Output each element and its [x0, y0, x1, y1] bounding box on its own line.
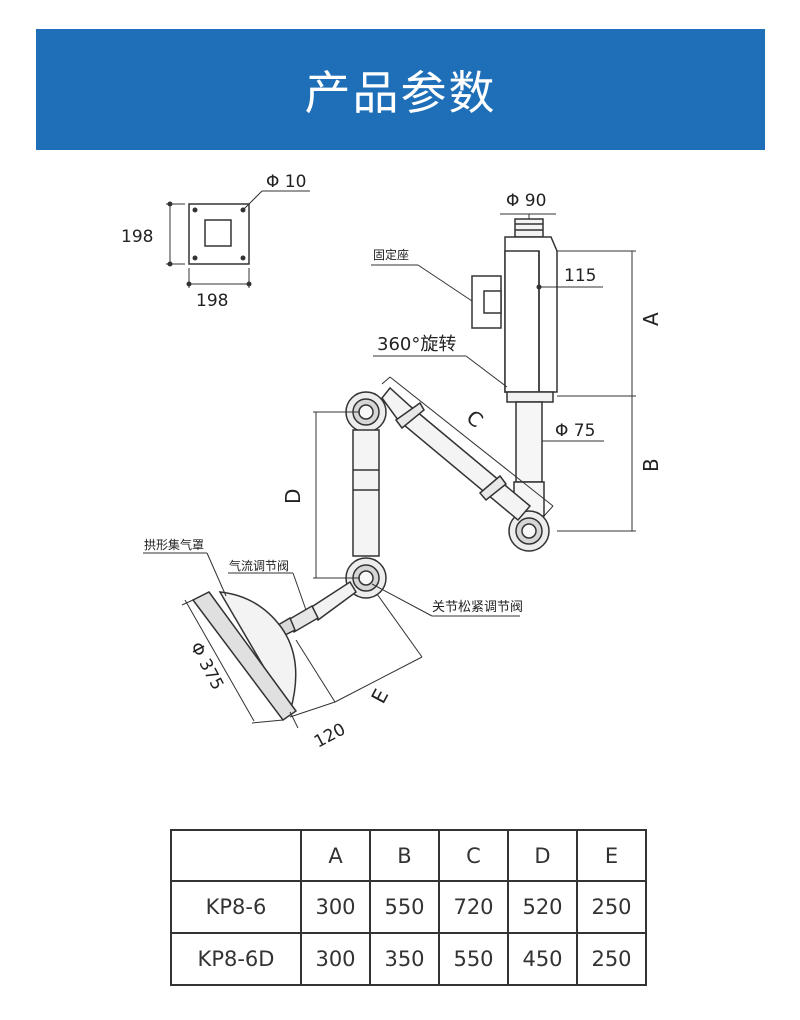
hood-label: 拱形集气罩 [144, 537, 204, 552]
mount-seat [471, 275, 502, 329]
mount-seat-label: 固定座 [373, 247, 409, 262]
dimension-c-label: C [462, 405, 488, 433]
dimension-b-label: B [639, 458, 663, 472]
mount-width-label: 198 [196, 291, 228, 311]
title-banner: 产品参数 [36, 29, 765, 150]
table-cell-model: KP8-6D [170, 932, 302, 986]
table-header-cell: A [300, 829, 371, 882]
table-header-cell [170, 829, 302, 882]
mount-plate-drawing [166, 190, 310, 288]
table-header-cell: E [576, 829, 647, 882]
table-cell: 450 [507, 932, 578, 986]
table-cell: 250 [576, 880, 647, 934]
mount-height-label: 198 [121, 227, 153, 247]
table-row: KP8-6D 300 350 550 450 250 [170, 932, 647, 986]
top-diameter-label: Φ 90 [506, 191, 546, 211]
dimension-lines [143, 213, 636, 729]
table-header-cell: D [507, 829, 578, 882]
joint-valve-drawing [345, 557, 387, 599]
hood-diameter-label: Φ 375 [186, 639, 228, 694]
rotation-label: 360°旋转 [377, 334, 456, 355]
table-cell-model: KP8-6 [170, 880, 302, 934]
table-cell: 300 [300, 932, 371, 986]
lower-joint [508, 510, 550, 552]
table-cell: 550 [369, 880, 440, 934]
upper-arm [381, 386, 532, 522]
dimension-e-label: E [366, 685, 393, 707]
air-valve-label: 气流调节阀 [229, 558, 289, 573]
mount-hole-label: Φ 10 [266, 172, 306, 192]
product-diagram: Φ 10 198 198 [121, 172, 663, 753]
table-row: KP8-6 300 550 720 520 250 [170, 880, 647, 934]
table-header-row: A B C D E [170, 829, 647, 882]
upper-joint [345, 391, 387, 433]
upper-duct [504, 218, 558, 517]
table-cell: 550 [438, 932, 509, 986]
lower-diameter-label: Φ 75 [555, 421, 595, 441]
dimension-d-label: D [281, 489, 305, 504]
table-cell: 250 [576, 932, 647, 986]
table-cell: 350 [369, 932, 440, 986]
page-title: 产品参数 [304, 65, 497, 120]
lower-arm [352, 429, 380, 557]
table-header-cell: B [369, 829, 440, 882]
hood-drawing [191, 580, 357, 722]
spec-table: A B C D E KP8-6 300 550 720 520 250 KP8-… [170, 829, 647, 986]
dimension-a-label: A [639, 312, 663, 326]
table-cell: 720 [438, 880, 509, 934]
hood-depth-label: 120 [311, 720, 349, 753]
table-cell: 300 [300, 880, 371, 934]
table-cell: 520 [507, 880, 578, 934]
table-header-cell: C [438, 829, 509, 882]
seat-offset-label: 115 [564, 266, 596, 286]
joint-valve-label: 关节松紧调节阀 [432, 600, 523, 615]
